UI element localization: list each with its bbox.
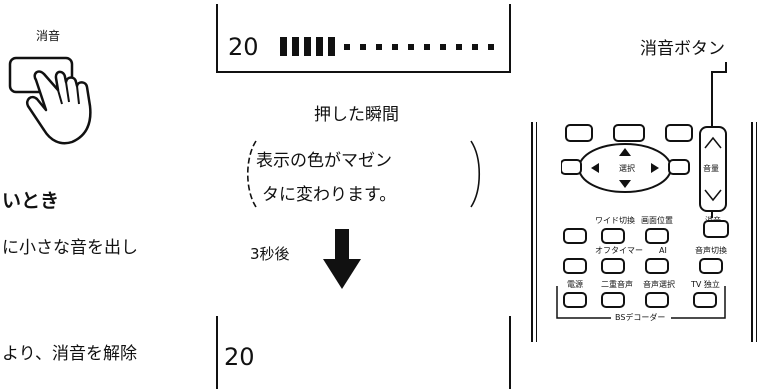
dual-audio-label: 二重音声 <box>601 280 633 289</box>
remote-key-row3-1[interactable] <box>563 258 587 274</box>
remote-control: 選択 音量 ワイド切換 画面位置 消音 オフタイマー AI 音声切換 電源 二重… <box>527 112 765 342</box>
remote-key-row4-2[interactable] <box>601 292 625 308</box>
level-bar-filled <box>316 37 323 56</box>
audio-select-label: 音声選択 <box>643 280 675 289</box>
note-line-1: 表示の色がマゼン <box>256 151 392 171</box>
section-heading: いとき <box>2 190 60 212</box>
level-bar-filled <box>292 37 299 56</box>
level-bar-empty <box>344 44 350 50</box>
instruction-line-2: より、消音を解除 <box>2 344 137 364</box>
remote-key-row3-2[interactable] <box>601 258 625 274</box>
display-top-right-border <box>509 4 511 72</box>
power-label: 電源 <box>567 280 583 289</box>
remote-body-right-edge <box>751 122 753 342</box>
volume-rocker[interactable] <box>699 126 727 212</box>
offtimer-label: オフタイマー <box>595 246 643 255</box>
level-bar-empty <box>376 44 382 50</box>
bs-decoder-label: BSデコーダー <box>615 313 666 322</box>
hand-mute-label: 消音 <box>36 29 61 43</box>
remote-key-row4-3[interactable] <box>645 292 669 308</box>
bs-decoder-bracket <box>556 286 726 319</box>
level-bar-filled <box>328 37 335 56</box>
position-label: 画面位置 <box>641 216 673 225</box>
mute-key[interactable] <box>703 220 729 238</box>
hand-pressing-button-icon <box>8 56 92 145</box>
select-label: 選択 <box>619 164 635 173</box>
after-caption: 3秒後 <box>250 245 290 263</box>
volume-up-down-icon <box>704 136 722 202</box>
remote-key-row4-4[interactable] <box>693 292 717 308</box>
remote-key-row3-3[interactable] <box>645 258 669 274</box>
remote-body-left-edge <box>531 122 533 342</box>
level-bar-empty <box>440 44 446 50</box>
level-bar-filled <box>280 37 287 56</box>
volume-label: 音量 <box>703 164 719 173</box>
remote-key-row3-4[interactable] <box>699 258 723 274</box>
remote-key-top-2[interactable] <box>613 124 645 142</box>
level-bar-empty <box>424 44 430 50</box>
mute-button-callout: 消音ボタン <box>640 39 725 59</box>
remote-body-right-edge <box>756 122 757 342</box>
remote-key-row2-2[interactable] <box>601 228 625 244</box>
remote-key-top-1[interactable] <box>565 124 593 142</box>
display-top-bottom-border <box>216 71 511 73</box>
down-arrow-icon <box>323 229 361 289</box>
note-right-paren <box>470 140 480 208</box>
volume-level-bar <box>280 36 500 58</box>
tv-independent-label: TV 独立 <box>691 280 720 289</box>
display-top-left-border <box>216 4 218 72</box>
display-bottom-left-border <box>216 316 218 389</box>
level-bar-empty <box>392 44 398 50</box>
remote-body-left-edge <box>536 122 537 342</box>
remote-key-row4-1[interactable] <box>563 292 587 308</box>
ai-label: AI <box>659 246 667 255</box>
pressed-caption: 押した瞬間 <box>314 105 399 125</box>
volume-level-number: 20 <box>228 33 259 61</box>
level-bar-empty <box>488 44 494 50</box>
level-bar-empty <box>408 44 414 50</box>
note-left-paren <box>247 140 257 208</box>
instruction-line-1: に小さな音を出し <box>2 238 138 258</box>
level-bar-empty <box>360 44 366 50</box>
display-bottom-right-border <box>509 316 511 389</box>
note-line-2: タに変わります。 <box>262 185 397 205</box>
remote-key-row2-3[interactable] <box>645 228 669 244</box>
level-bar-empty <box>472 44 478 50</box>
remote-key-row2-1[interactable] <box>563 228 587 244</box>
dpad-icon[interactable] <box>561 140 691 196</box>
remote-key-top-3[interactable] <box>665 124 693 142</box>
volume-number-after: 20 <box>224 343 255 371</box>
wide-label: ワイド切換 <box>595 216 635 225</box>
audio-switch-label: 音声切換 <box>695 246 727 255</box>
level-bar-filled <box>304 37 311 56</box>
level-bar-empty <box>456 44 462 50</box>
